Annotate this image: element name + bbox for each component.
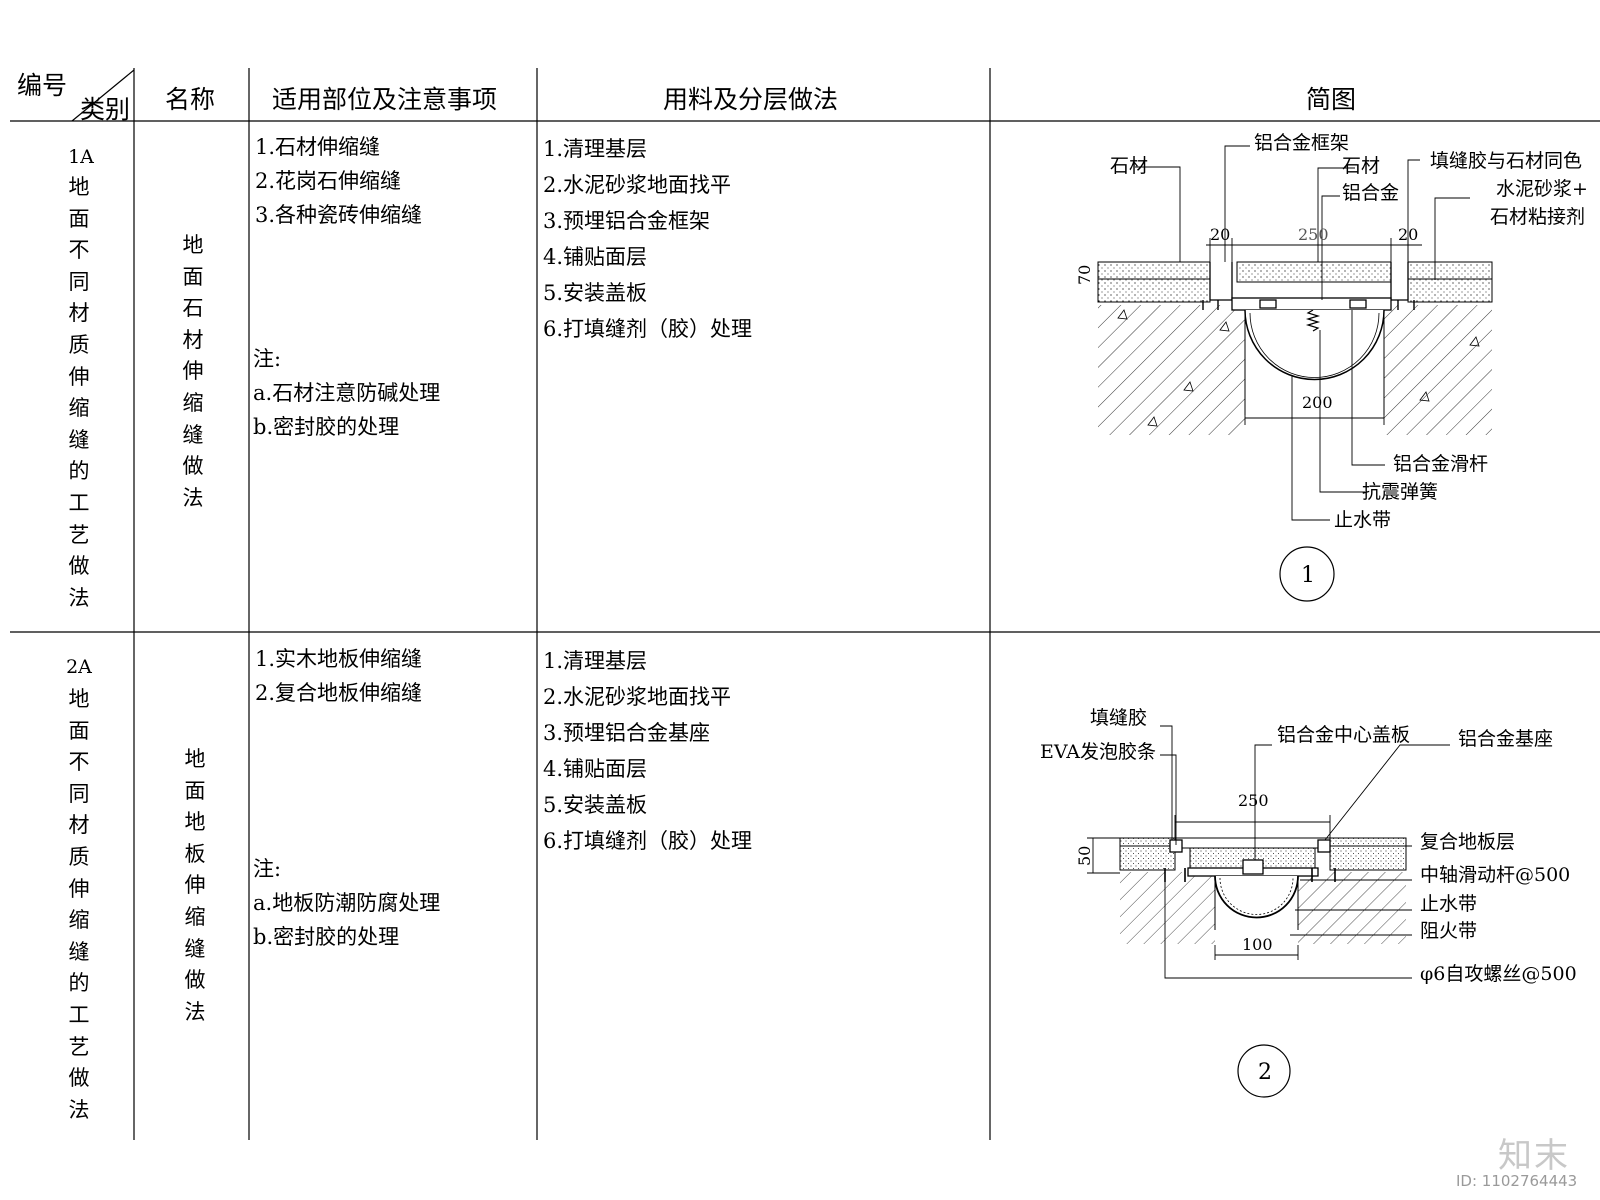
dim-depth: 70 [1075,265,1094,285]
label-al-frame: 铝合金框架 [1254,132,1349,154]
row-2-steps: 1.清理基层 2.水泥砂浆地面找平 3.预埋铝合金基座 4.铺贴面层 5.安装盖… [543,643,752,859]
row-2-notes: 注: a.地板防潮防腐处理 b.密封胶的处理 [253,852,440,954]
label-stone-center: 石材 [1342,155,1380,177]
dim-bottom: 200 [1302,393,1333,412]
label-waterstop: 止水带 [1420,893,1477,915]
label-base: 铝合金基座 [1458,728,1553,750]
aluminum-base [1169,839,1331,877]
row-2-code: 2A [66,656,92,678]
header-name: 名称 [165,85,216,114]
row-1-steps: 1.清理基层 2.水泥砂浆地面找平 3.预埋铝合金框架 4.铺贴面层 5.安装盖… [543,131,752,347]
expansion-joint-diagram-2: 填缝胶 EVA发泡胶条 铝合金中心盖板 铝合金基座 复合地板层 中轴滑动杆@50… [1040,707,1577,1098]
label-cover: 铝合金中心盖板 [1277,724,1410,746]
watermark-logo: 知末 [1498,1136,1570,1176]
row-1-scope: 1.石材伸缩缝 2.花岗石伸缩缝 3.各种瓷砖伸缩缝 [255,130,422,232]
step-item: 3.预埋铝合金框架 [543,209,711,233]
label-spring: 抗震弹簧 [1362,481,1438,503]
header-code: 编号 [17,71,68,100]
label-floor-layer: 复合地板层 [1420,831,1515,853]
label-al-center: 铝合金 [1342,182,1399,204]
dim-right: 20 [1398,225,1418,244]
scope-item: 2.花岗石伸缩缝 [255,169,402,193]
header-scope: 适用部位及注意事项 [272,85,498,114]
step-item: 3.预埋铝合金基座 [543,721,711,745]
diagram-number: 1 [1301,563,1315,588]
stone-layer [1097,261,1493,303]
dim-bottom: 100 [1242,935,1273,954]
step-item: 4.铺贴面层 [543,757,648,781]
watermark-id: ID: 1102764443 [1456,1172,1578,1190]
step-item: 1.清理基层 [543,649,648,673]
label-slide-rod: 铝合金滑杆 [1393,453,1488,475]
row-2-scope: 1.实木地板伸缩缝 2.复合地板伸缩缝 [255,642,422,710]
dim-depth: 50 [1075,846,1094,866]
label-adhesive: 石材粘接剂 [1490,206,1585,228]
scope-item: 1.石材伸缩缝 [255,135,381,159]
header-sketch: 简图 [1306,85,1357,114]
row-1-category: 地面不同材质伸缩缝的工艺做法 [68,175,90,610]
note-item: b.密封胶的处理 [253,415,400,439]
step-item: 2.水泥砂浆地面找平 [543,173,732,197]
diagram-number-circle [1237,1044,1291,1098]
row-2-category: 地面不同材质伸缩缝的工艺做法 [68,687,90,1122]
header-materials: 用料及分层做法 [663,85,839,114]
step-item: 2.水泥砂浆地面找平 [543,685,732,709]
step-item: 4.铺贴面层 [543,245,648,269]
note-item: a.地板防潮防腐处理 [253,891,441,915]
step-item: 5.安装盖板 [543,281,648,305]
label-eva: EVA发泡胶条 [1040,741,1156,763]
label-mortar: 水泥砂浆+ [1496,178,1588,200]
diagram-number: 2 [1258,1060,1272,1085]
header-category: 类别 [80,95,131,124]
row-1-code: 1A [68,146,94,168]
step-item: 6.打填缝剂（胶）处理 [543,317,753,341]
concrete-base [1098,305,1492,435]
scope-item: 1.实木地板伸缩缝 [255,647,423,671]
row-1-name: 地面石材伸缩缝做法 [182,233,204,510]
step-item: 1.清理基层 [543,137,648,161]
scope-item: 3.各种瓷砖伸缩缝 [255,203,423,227]
note-title: 注: [253,347,282,371]
label-firestop: 阻火带 [1420,920,1477,942]
step-item: 5.安装盖板 [543,793,648,817]
row-2-name: 地面地板伸缩缝做法 [184,747,206,1024]
label-filler: 填缝胶与石材同色 [1430,150,1582,172]
waterstop-arc [1214,875,1299,919]
scope-item: 2.复合地板伸缩缝 [255,681,423,705]
label-filler: 填缝胶 [1090,707,1147,729]
spring [1305,309,1321,332]
label-slide-rod: 中轴滑动杆@500 [1420,864,1570,886]
note-item: a.石材注意防碱处理 [253,381,441,405]
waterstop-arc [1244,309,1385,381]
note-title: 注: [253,857,282,881]
label-waterstop: 止水带 [1334,509,1391,531]
label-stone-left: 石材 [1110,155,1148,177]
dim-width: 250 [1298,225,1329,244]
diagram-number-circle [1279,546,1335,602]
dim-width: 250 [1238,791,1269,810]
row-1-notes: 注: a.石材注意防碱处理 b.密封胶的处理 [253,342,440,444]
dim-left: 20 [1210,225,1230,244]
floor-layer [1119,837,1407,871]
label-screw: φ6自攻螺丝@500 [1420,963,1577,985]
expansion-joint-diagram-1: 石材 铝合金框架 石材 铝合金 填缝胶与石材同色 水泥砂浆+ 石材粘接剂 铝合金… [1075,132,1588,602]
step-item: 6.打填缝剂（胶）处理 [543,829,753,853]
note-item: b.密封胶的处理 [253,925,400,949]
